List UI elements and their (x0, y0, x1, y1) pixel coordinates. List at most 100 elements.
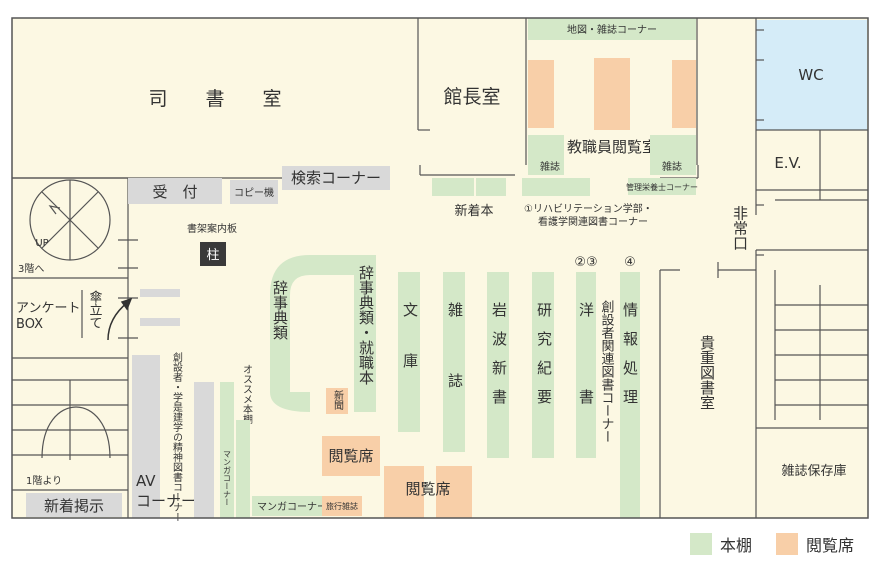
staff-shelf-bottom-right (650, 135, 696, 175)
iwanami-label: 岩波新書 (490, 302, 508, 418)
new-books-shelf-1 (432, 178, 474, 196)
building-outline (11, 17, 869, 519)
research-bulletins-label: 研究紀要 (535, 302, 553, 418)
bunko-label: 文庫 (401, 302, 419, 404)
rehab-shelf (522, 178, 590, 196)
staff-seat-center (594, 58, 630, 130)
survey-box-label-1: アンケート (16, 301, 80, 316)
left-stair-walls (12, 177, 138, 518)
magazines-label: 雑誌 (446, 302, 464, 444)
reading-seat-2-label: 閲覧席 (405, 480, 450, 498)
western-books-shelf (576, 272, 596, 458)
umbrella-stand-label: 傘立て (87, 290, 103, 329)
rehab-nursing-label-1: ①リハビリテーション学部・ (524, 202, 653, 215)
dietitian-shelf (628, 178, 696, 195)
legend-swatch-reading-seat (775, 533, 798, 555)
reading-seat-1-label: 閲覧席 (328, 447, 373, 465)
legend: 本棚 閲覧席 (676, 530, 854, 558)
recommended-label: オススメ本棚 (241, 364, 253, 425)
legend-item-reading-seat: 閲覧席 (775, 532, 854, 556)
stair-to-3f-label: 3階へ (18, 263, 44, 275)
av-corner-label-2: コーナー (136, 492, 196, 510)
staff-seat-right (672, 60, 696, 128)
reading-seat-2-right (436, 466, 472, 518)
legend-item-bookshelf: 本棚 (689, 532, 752, 556)
legend-label-reading-seat: 閲覧席 (805, 536, 854, 555)
research-bulletins-shelf (532, 272, 554, 458)
stair-from-1f-label: 1階より (26, 475, 62, 487)
map-magazine-corner-label: 地図・雑誌コーナー (567, 23, 657, 36)
dietitian-corner-label: 管理栄養士コーナー (626, 182, 698, 192)
reading-seat-1 (322, 436, 380, 476)
reception-label: 受 付 (152, 183, 197, 201)
founder-spirit-label: 創設者・学是建学の精神図書コーナー (171, 352, 183, 522)
manga-vertical-shelf (236, 420, 250, 518)
spiral-stair-icon (29, 179, 111, 261)
num-4-label: ④ (624, 255, 636, 270)
reading-seat-2-left (384, 466, 424, 518)
copy-machine (230, 180, 278, 204)
copy-machine-label: コピー機 (234, 186, 274, 199)
counter-small-1 (140, 289, 180, 297)
manga-horizontal-label: マンガコーナー (257, 501, 327, 513)
newspaper-shelf (326, 388, 348, 414)
reception-counter (128, 178, 222, 204)
ev-label: E.V. (774, 154, 801, 172)
shelf-guide-board-label: 書架案内板 (187, 222, 237, 235)
bunko-shelf (398, 272, 420, 432)
search-corner-label: 検索コーナー (291, 169, 381, 187)
magazines-shelf (443, 272, 465, 452)
arrow-icon (107, 297, 133, 341)
magazine-storage-label: 雑誌保存庫 (781, 463, 846, 479)
director-room-walls (417, 18, 699, 179)
stair-up-label: UP (35, 238, 48, 249)
staff-seat-left (528, 60, 554, 128)
staff-magazine-1-label: 雑誌 (540, 160, 560, 173)
founder-related-label: 創設者関連図書コーナー (599, 300, 615, 443)
travel-magazines-label: 旅行雑誌 (326, 501, 358, 511)
staff-reading-room-label: 教職員閲覧室 (567, 138, 657, 156)
new-arrivals-board (26, 493, 122, 517)
western-books-label: 洋書 (577, 302, 595, 476)
right-walls (755, 18, 868, 518)
staff-magazine-2-label: 雑誌 (662, 160, 682, 173)
new-arrivals-board-label: 新着掲示 (44, 497, 104, 515)
legend-label-bookshelf: 本棚 (719, 536, 752, 555)
wc-room (756, 20, 867, 130)
dictionary-employment-label: 辞事典類・就職本 (357, 265, 375, 385)
rehab-nursing-label-2: 看護学関連図書コーナー (538, 215, 648, 228)
search-corner (282, 166, 390, 190)
manga-horizontal-shelf (252, 496, 332, 516)
director-room-label: 館長室 (443, 86, 500, 108)
new-books-shelf-2 (476, 178, 506, 196)
manga-vertical-label: マンガコーナー (223, 450, 232, 506)
emergency-exit-label: 非常口 (731, 206, 749, 251)
av-corner-wall (132, 355, 160, 518)
newspaper-label: 新聞 (332, 389, 344, 411)
pillar-label: 柱 (206, 248, 219, 263)
counter-small-2 (140, 318, 180, 326)
av-corner-label-1: AV (136, 472, 156, 490)
new-books-label: 新着本 (454, 203, 493, 219)
pillar (200, 242, 226, 266)
dictionary-u-shelf (270, 255, 376, 412)
rare-books-label: 貴重図書室 (698, 335, 716, 410)
emergency-exit: 非常口 (717, 206, 756, 278)
wc-label: WC (798, 66, 823, 84)
info-processing-shelf (620, 272, 640, 518)
founder-spirit-shelf (194, 382, 214, 518)
stair-loop-icon (41, 406, 111, 459)
legend-swatch-bookshelf (689, 533, 712, 555)
map-magazine-shelf (528, 18, 696, 40)
staff-shelf-bottom-left (528, 135, 564, 175)
librarian-room-label: 司 書 室 (148, 88, 281, 110)
info-processing-label: 情報処理 (621, 302, 639, 418)
num-23-label: ②③ (574, 255, 597, 270)
dictionary-1-label: 辞事典類 (271, 280, 289, 340)
rare-books-room: 貴重図書室 (659, 269, 716, 518)
recommended-shelf (220, 382, 234, 518)
travel-magazines-shelf (322, 496, 362, 516)
iwanami-shelf (487, 272, 509, 458)
survey-box-label-2: BOX (16, 317, 43, 332)
